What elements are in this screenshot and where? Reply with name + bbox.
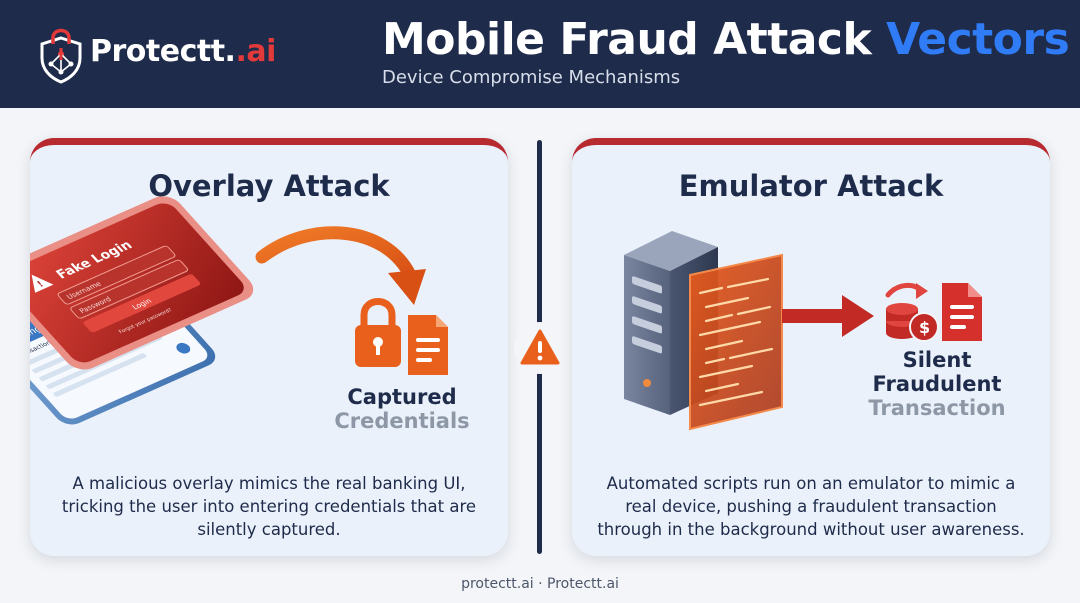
footer-credit: protectt.ai · Protectt.ai <box>461 576 619 592</box>
fraudulent-label: Fraudulent <box>872 372 1002 396</box>
emulator-code-window <box>689 253 783 431</box>
warning-triangle-icon <box>520 329 560 365</box>
arrow-right-icon <box>782 295 874 337</box>
emulator-attack-title: Emulator Attack <box>678 169 944 203</box>
fake-login-phone: ! Fake Login Username Password Login For… <box>30 196 254 370</box>
document-icon <box>408 315 448 375</box>
transaction-label: Transaction <box>868 396 1006 420</box>
overlay-attack-illustration: Banking Transaction History ! Fake Login… <box>30 196 448 425</box>
overlay-attack-description: A malicious overlay mimics the real bank… <box>61 474 477 539</box>
svg-text:!: ! <box>35 279 46 289</box>
brand-wordmark: Protectt..ai <box>90 34 276 69</box>
page-title-accent: Vectors <box>886 14 1070 65</box>
silent-label: Silent <box>902 348 972 372</box>
page-title-main: Mobile Fraud Attack <box>382 14 887 65</box>
page-title: Mobile Fraud Attack Vectors <box>382 14 1070 65</box>
header-bar: Protectt..ai Mobile Fraud Attack Vectors… <box>0 0 1080 108</box>
overlay-attack-title: Overlay Attack <box>148 169 390 203</box>
document-icon <box>942 283 982 341</box>
coins-dollar-icon: $ <box>885 283 939 342</box>
emulator-attack-panel: Emulator Attack <box>572 138 1050 556</box>
credentials-label: Credentials <box>334 409 470 433</box>
svg-text:$: $ <box>919 318 930 337</box>
shield-lock-logo-icon <box>40 28 82 84</box>
emulator-attack-illustration: $ <box>624 231 982 431</box>
overlay-attack-panel: Overlay Attack Banking Transaction Histo… <box>30 138 508 556</box>
brand-suffix: .ai <box>235 34 276 69</box>
warning-badge <box>514 322 566 374</box>
captured-label: Captured <box>347 385 457 409</box>
page-subtitle: Device Compromise Mechanisms <box>382 67 681 88</box>
curved-arrow-icon <box>255 226 426 305</box>
brand-name: Protectt. <box>90 34 236 69</box>
lock-icon <box>355 298 401 367</box>
emulator-attack-description: Automated scripts run on an emulator to … <box>597 474 1025 539</box>
